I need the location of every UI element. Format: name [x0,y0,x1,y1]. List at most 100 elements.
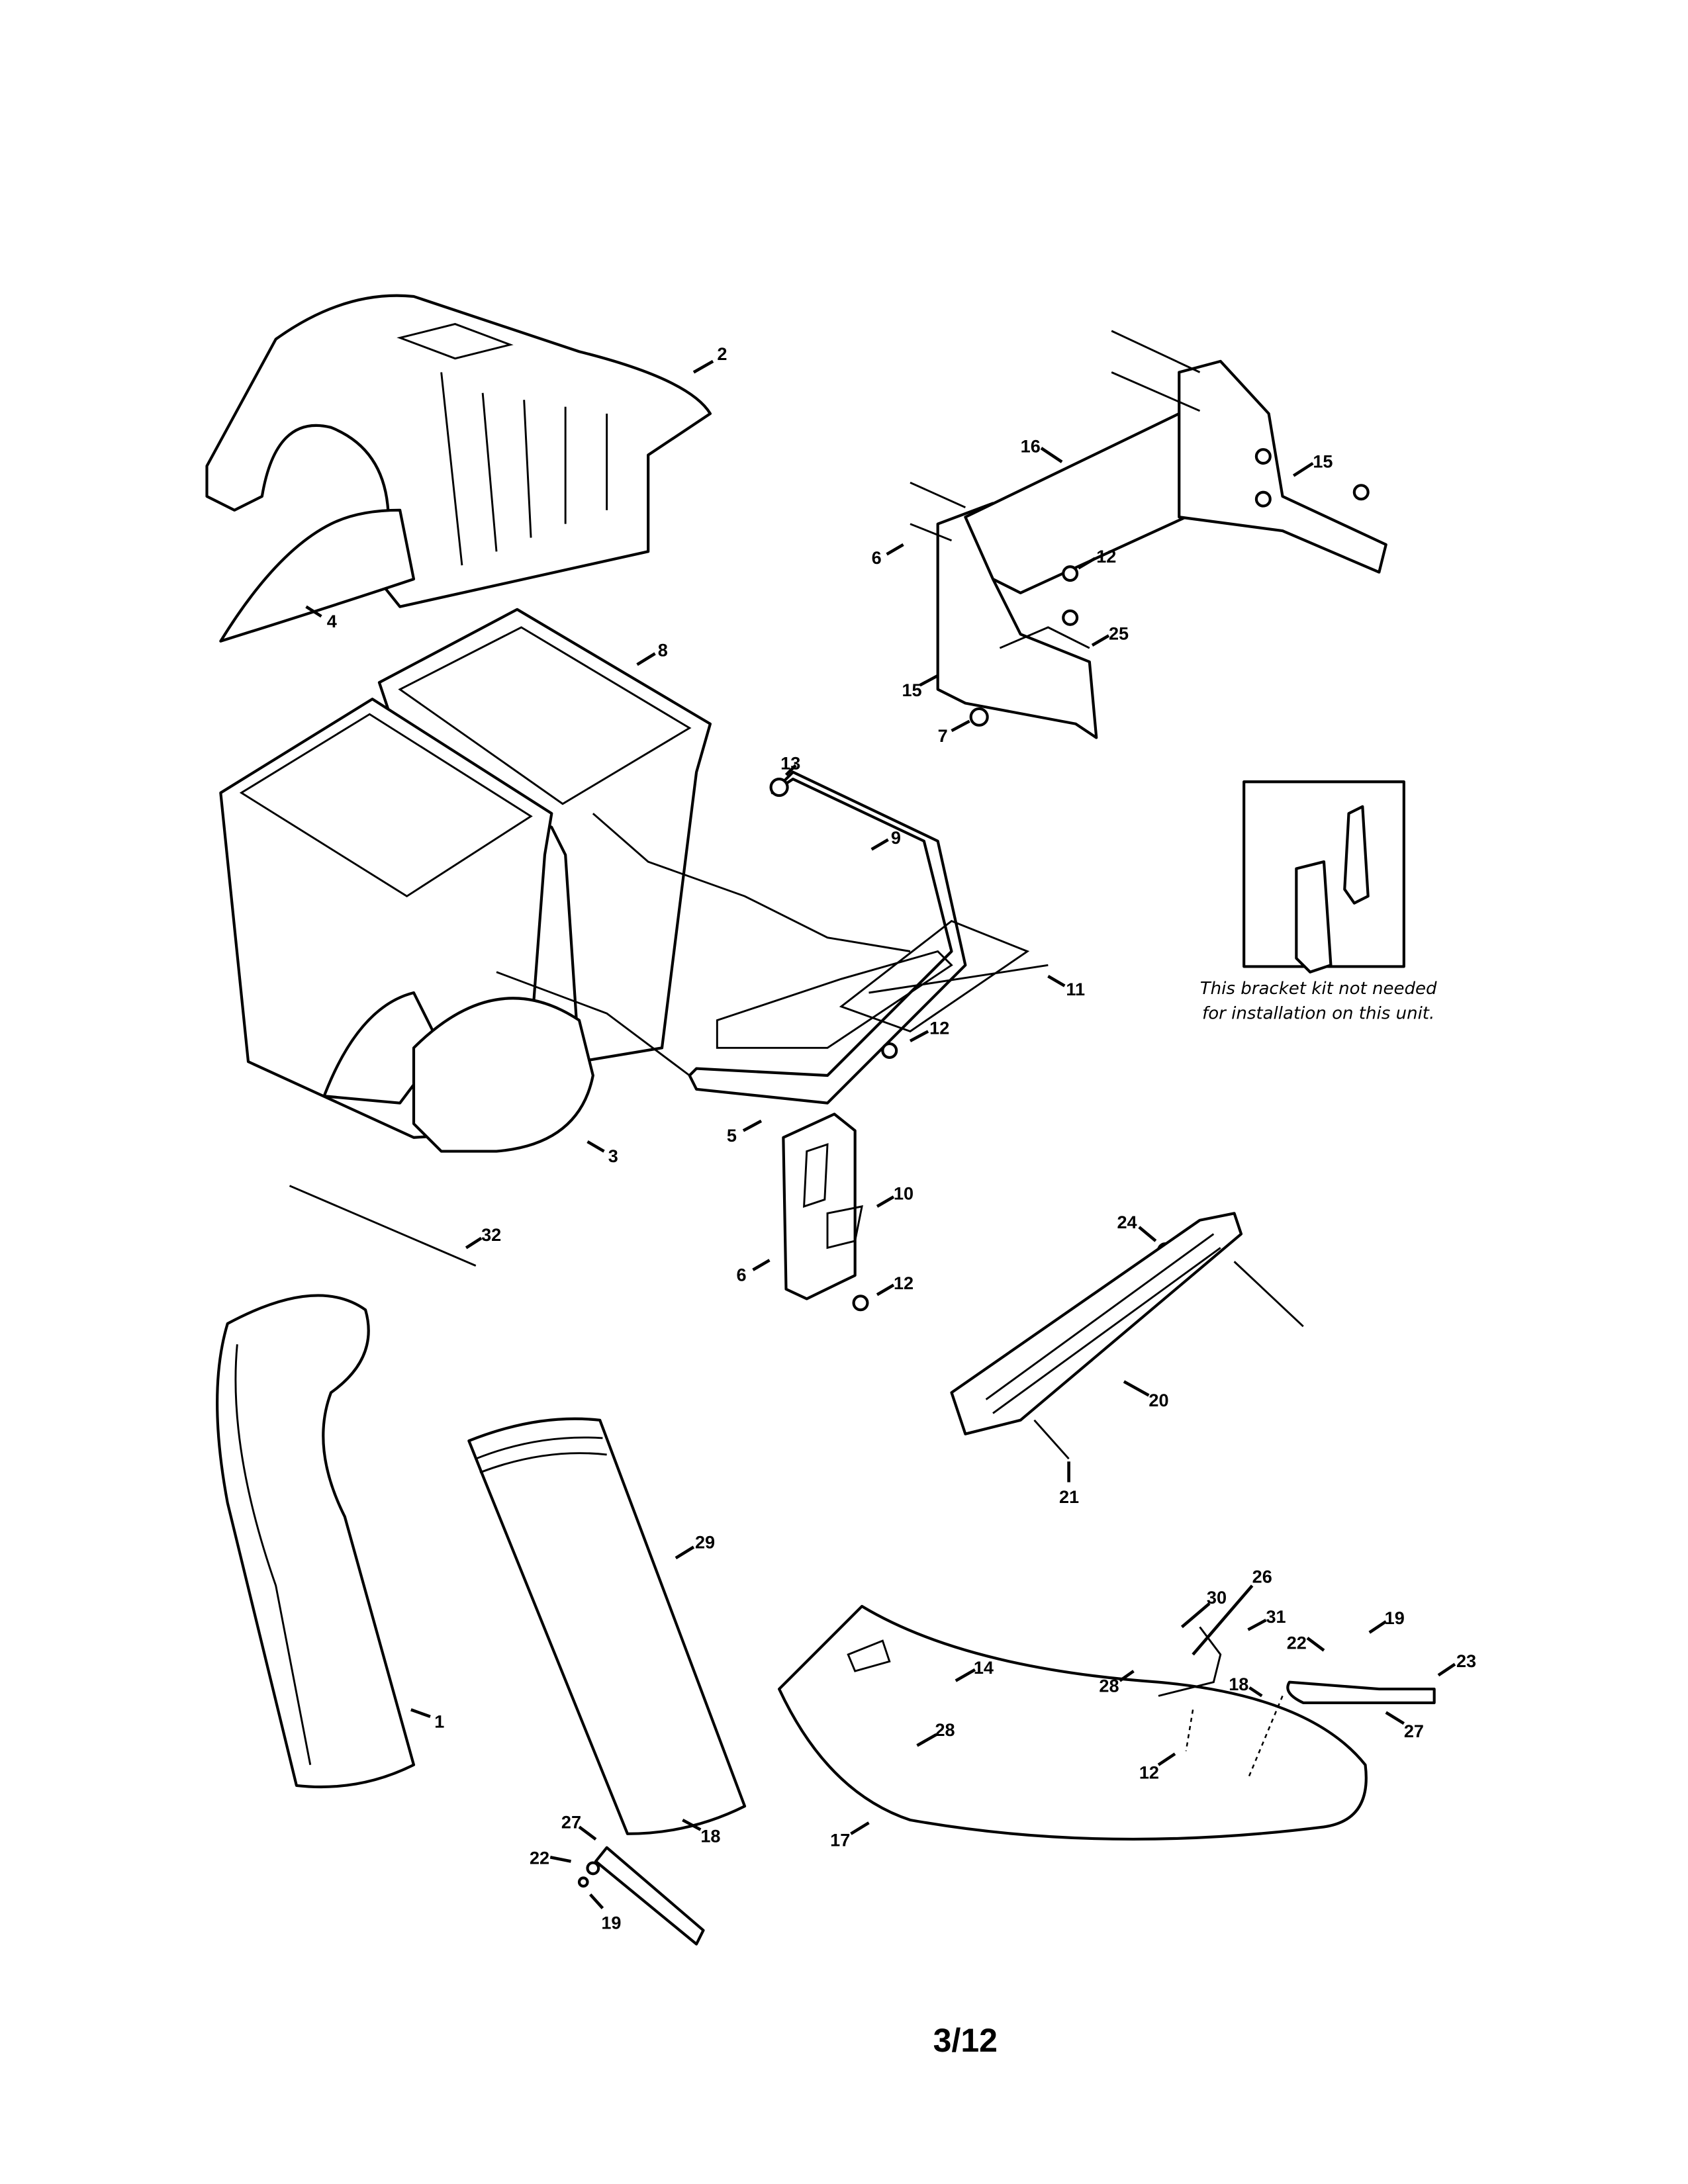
hardware [852,330,1370,1312]
callout-label: 12 [929,1018,949,1038]
callout-label: 8 [658,640,668,660]
callout-label: 23 [1456,1651,1476,1671]
leader-line [586,1140,605,1153]
callout-label: 1 [434,1711,444,1731]
leader-line [636,652,656,666]
leader-line [742,1119,763,1132]
leader-line [1368,1620,1387,1634]
inset-caption-line-2: for installation on this unit. [1202,1004,1434,1024]
leader-line [465,1236,483,1250]
callout-label: 15 [902,680,922,700]
leader-line [870,838,889,851]
callout-label: 27 [561,1812,581,1833]
leader-line [682,1818,702,1831]
leader-line [876,1195,895,1208]
page-number: 3/12 [933,2022,998,2059]
bracket-kit-inset: This bracket kit not needed for installa… [1200,780,1437,1024]
callout-label: 9 [891,827,901,848]
leader-line [919,674,939,687]
leader-line [1138,1226,1157,1242]
callout-label: 22 [1287,1633,1307,1653]
leader-line [692,359,714,374]
callout-label: 29 [695,1532,715,1553]
callout-label: 11 [1066,979,1085,999]
support-part-11 [839,920,1049,1032]
leader-line [1192,1584,1254,1656]
leader-line [1437,1662,1456,1677]
leader-line [1078,557,1096,570]
leader-line [1247,1618,1267,1631]
callout-label: 12 [1096,546,1116,567]
leader-line [1047,975,1066,987]
leader-line [305,605,322,618]
callout-label: 13 [780,753,800,774]
callout-label: 2 [717,343,727,364]
leader-line [588,1893,604,1909]
callout-label: 30 [1207,1587,1227,1608]
leader-line [578,1825,597,1841]
adapter-part-3 [412,997,594,1153]
callout-label: 21 [1059,1486,1079,1507]
leader-line [955,1668,976,1682]
frame-part-9 [496,770,967,1105]
callout-label: 14 [974,1657,994,1678]
mount-bracket-part-10 [782,1113,863,1300]
callout-label: 24 [1117,1212,1137,1232]
upper-chute-part-1 [216,1294,416,1789]
leader-line [1248,1686,1263,1698]
callout-label: 18 [700,1825,720,1846]
callout-label: 20 [1149,1390,1168,1410]
leader-line [951,719,970,733]
hitch-bracket-part-15-16 [936,359,1387,739]
inset-caption-line-1: This bracket kit not needed [1200,979,1437,999]
handle-part-27-lower [577,1846,705,1946]
callout-label: 10 [894,1183,914,1204]
leader-line [410,1708,431,1718]
callout-label: 27 [1404,1721,1424,1741]
weight-bar-part-20 [950,1212,1304,1460]
leader-line [784,764,797,776]
leader-line [1040,447,1063,463]
leader-line [1306,1637,1325,1652]
rod-part-32 [289,1185,477,1267]
callout-label: 16 [1021,435,1041,456]
leader-line [876,1283,895,1297]
leader-line [1385,1711,1405,1725]
callout-label: 22 [530,1848,549,1868]
callout-label: 4 [327,611,337,631]
leader-line [1180,1602,1211,1629]
callout-label: 17 [830,1830,850,1850]
leader-line [549,1856,571,1863]
leader-line [1119,1670,1135,1682]
callout-label: 12 [894,1273,914,1293]
leader-line [1157,1752,1176,1766]
leader-line [1123,1380,1150,1397]
callout-label: 6 [737,1264,747,1285]
callout-label: 6 [872,547,882,568]
callout-label: 31 [1266,1606,1286,1627]
callout-label: 32 [481,1224,501,1245]
leader-line [850,1821,870,1835]
leader-line [1091,634,1110,647]
callout-label: 12 [1139,1762,1159,1783]
callout-label: 25 [1109,623,1129,644]
callout-label: 19 [601,1913,621,1933]
leader-line [916,1733,937,1747]
callout-label: 28 [1099,1675,1119,1696]
callout-label: 28 [935,1719,955,1740]
leader-lines [305,359,1456,1909]
callout-label: 19 [1385,1608,1405,1628]
callout-label: 7 [938,725,948,746]
callout-label: 26 [1252,1567,1272,1587]
callout-label: 18 [1229,1674,1248,1694]
leader-line [752,1259,771,1271]
hopper-cover-part-2 [205,294,712,643]
callout-label: 3 [608,1146,618,1166]
leader-line [886,543,904,556]
chute-tube-part-29 [467,1417,747,1835]
leader-line [675,1545,695,1560]
lower-chute-part-14 [778,1605,1436,1841]
leader-line [1292,462,1314,477]
